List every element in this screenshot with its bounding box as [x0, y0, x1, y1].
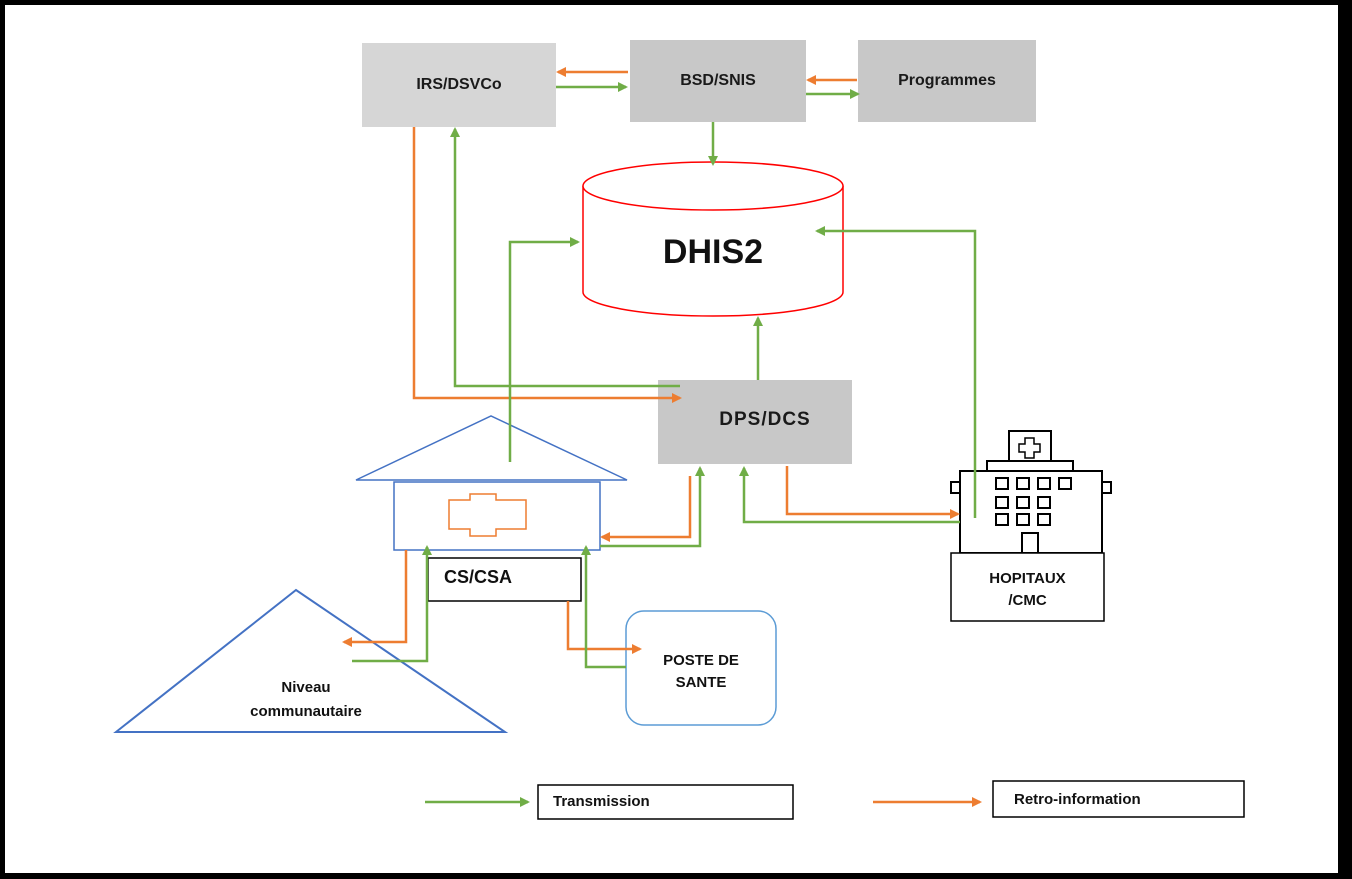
bsd-snis-box: BSD/SNIS [630, 40, 806, 122]
hopitaux-label: HOPITAUX /CMC [951, 568, 1104, 612]
irs-dsvco-label: IRS/DSVCo [416, 76, 502, 93]
dhis2-label: DHIS2 [662, 233, 764, 271]
niveau-line1: Niveau [281, 679, 331, 696]
legend-transmission-box [537, 784, 794, 820]
bsd-snis-label: BSD/SNIS [680, 72, 756, 89]
retro-arrow-irs-to-dps [412, 127, 682, 403]
hopitaux-label-box [950, 552, 1105, 622]
transmission-arrow-community-to-cs [352, 545, 432, 663]
retro-arrow-cs-to-poste [566, 601, 642, 654]
retro-arrow-cs-to-community [342, 550, 408, 647]
hopitaux-line1: HOPITAUX [989, 570, 1066, 587]
poste-line2: SANTE [675, 674, 727, 691]
niveau-line2: communautaire [250, 703, 362, 720]
programmes-label: Programmes [898, 72, 996, 89]
irs-dsvco-box: IRS/DSVCo [362, 43, 556, 127]
hospital-icon [950, 430, 1112, 554]
legend-retro-label: Retro-information [1014, 791, 1141, 808]
dps-dcs-label: DPS/DCS [719, 409, 811, 430]
transmission-arrow-dps-to-irs [450, 127, 680, 388]
transmission-arrow-poste-to-cs [581, 545, 626, 669]
retro-arrow-dps-to-hopitaux [785, 466, 960, 519]
cs-csa-label: CS/CSA [443, 567, 512, 587]
retro-arrow-dps-to-cs [600, 476, 692, 542]
transmission-arrow-cs-to-dps [600, 466, 705, 548]
niveau-communautaire-label: Niveau communautaire [226, 676, 386, 724]
poste-line1: POSTE DE [663, 652, 739, 669]
dps-dcs-box: DPS/DCS [658, 380, 852, 464]
transmission-arrow-hopitaux-to-dps [739, 466, 960, 524]
legend-retro-box [992, 780, 1245, 818]
hopitaux-line2: /CMC [1008, 592, 1047, 609]
dhis2-database-icon [582, 161, 844, 317]
programmes-box: Programmes [858, 40, 1036, 122]
transmission-arrow-hopitaux-to-dhis2 [815, 226, 977, 518]
transmission-arrow-cs-to-dhis2 [508, 237, 580, 462]
poste-de-sante-label: POSTE DE SANTE [626, 650, 776, 694]
health-center-icon [355, 415, 628, 551]
legend-transmission-label: Transmission [553, 793, 650, 810]
